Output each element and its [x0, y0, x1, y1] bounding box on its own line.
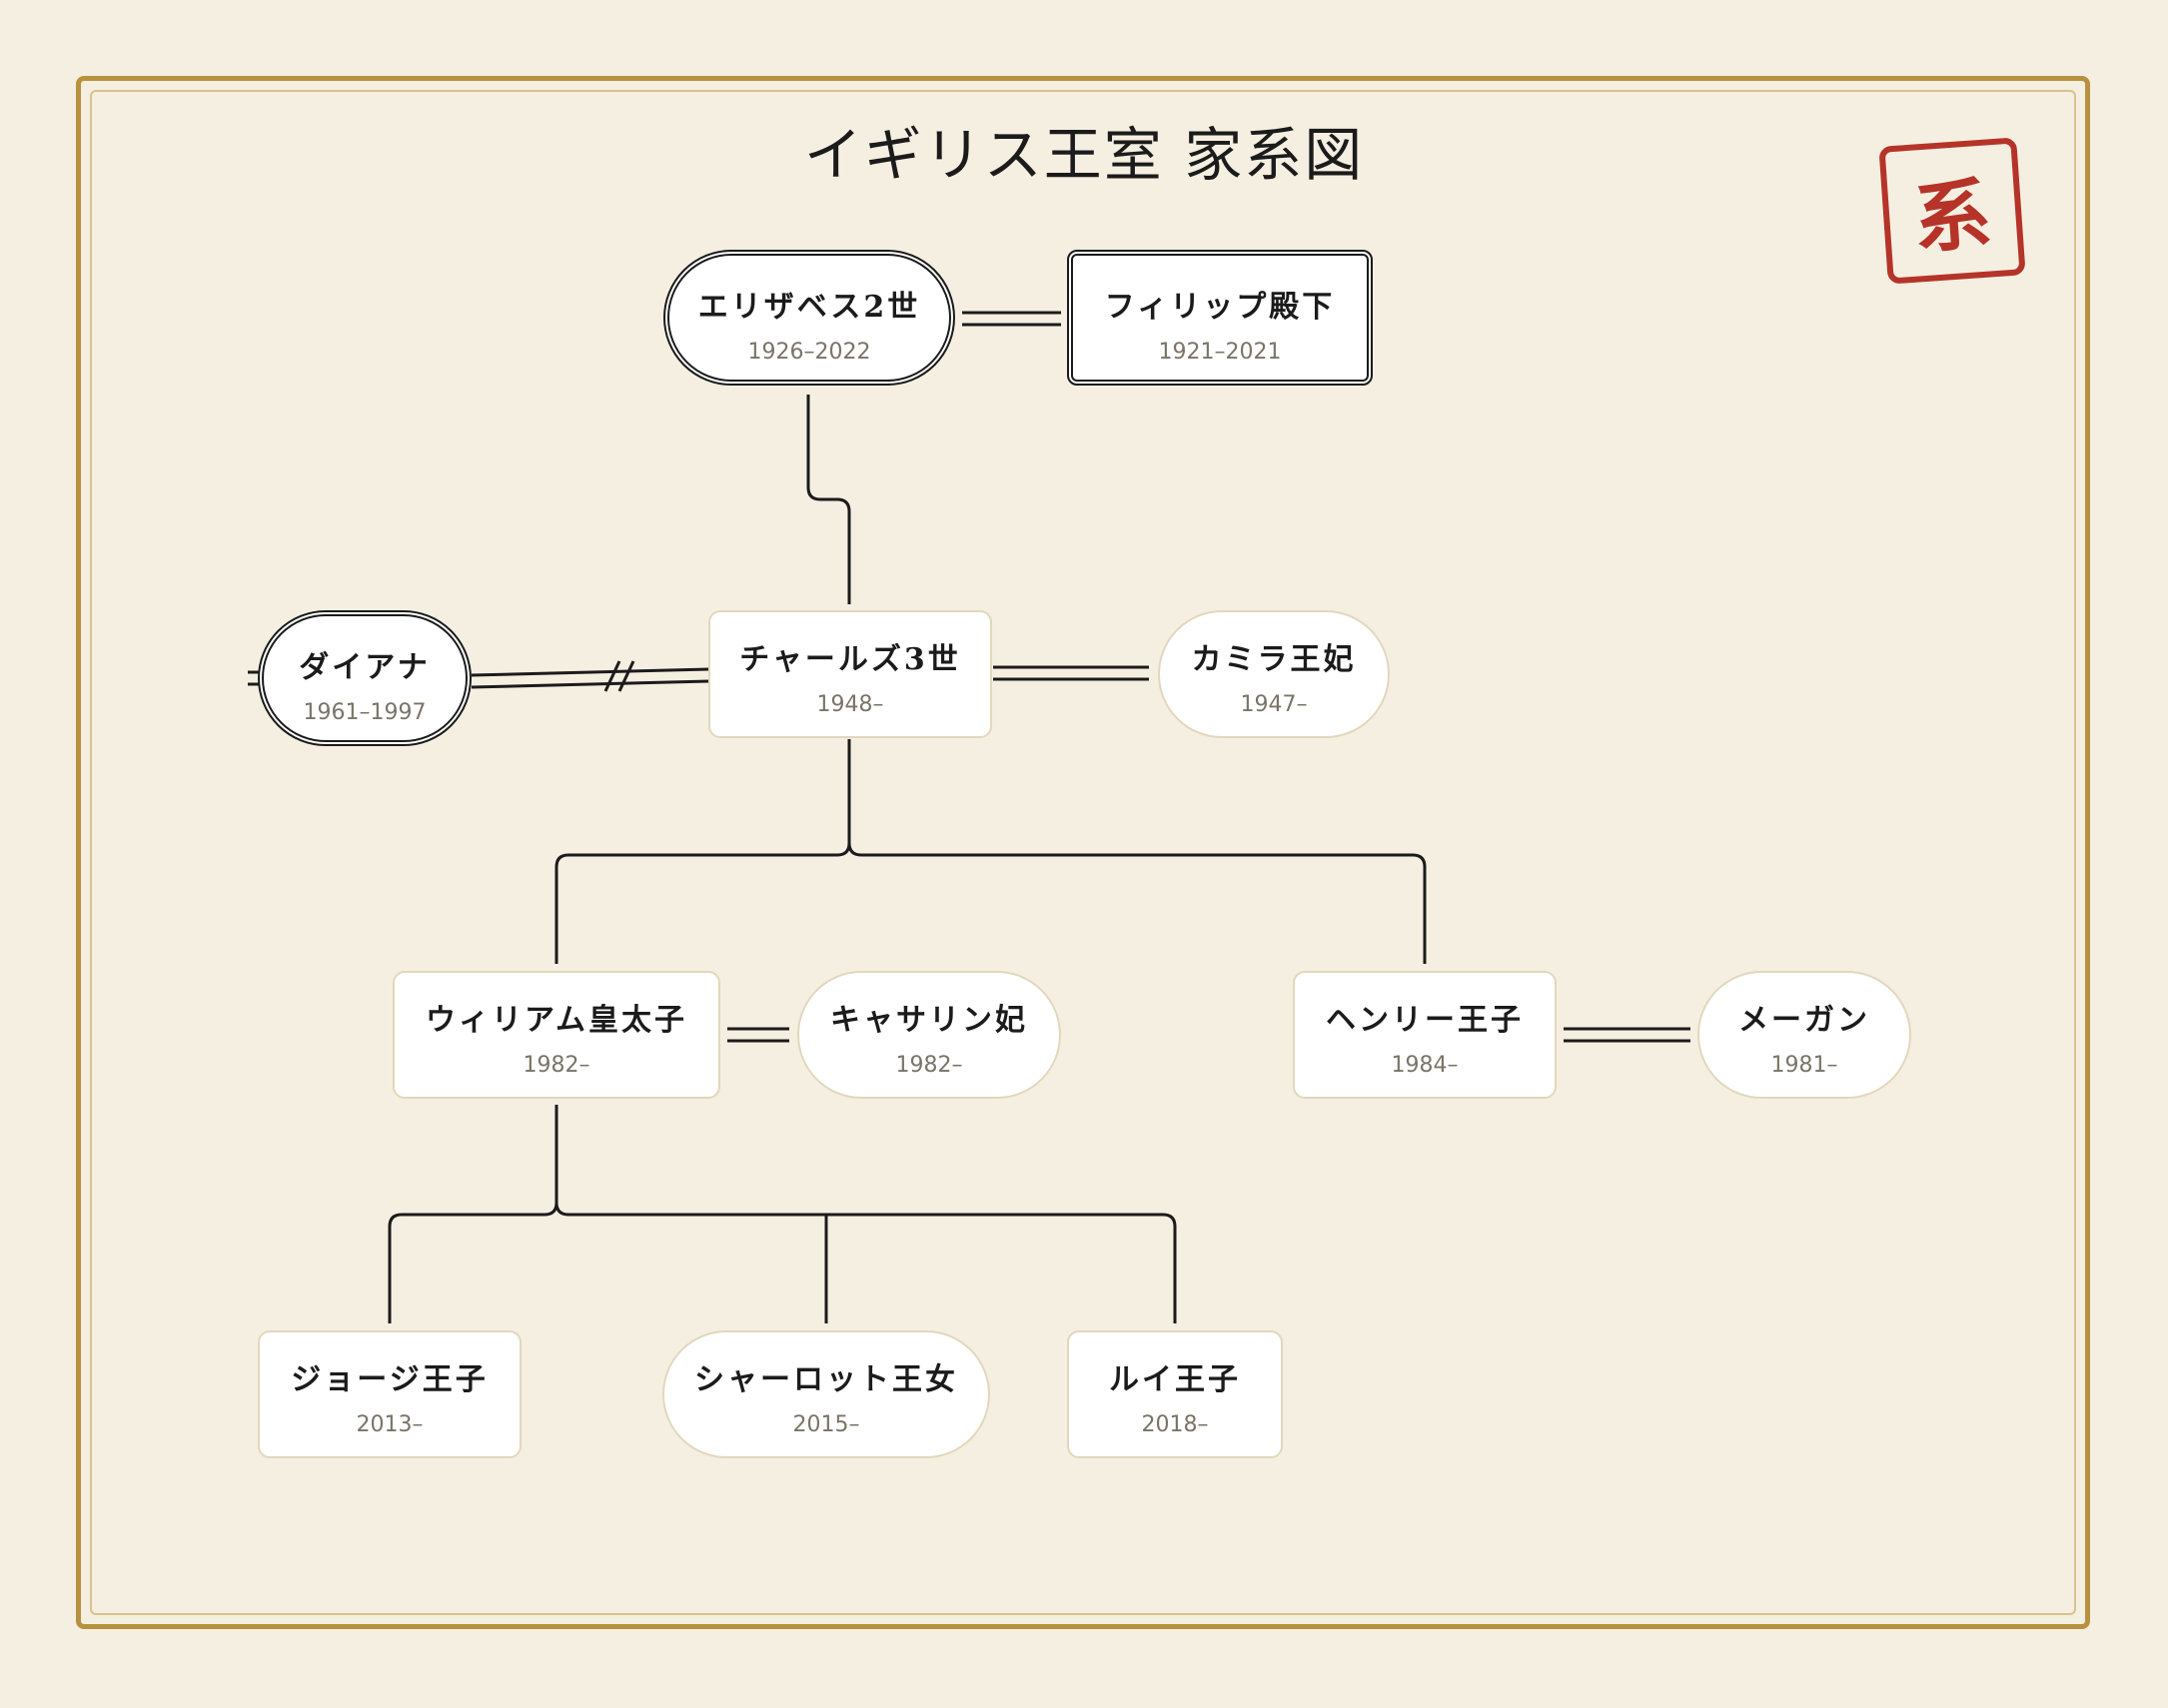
- person-name: エリザベス2世: [697, 290, 921, 325]
- person-name: チャールズ3世: [739, 642, 961, 677]
- person-name: キャサリン妃: [830, 1003, 1028, 1038]
- person-philip[interactable]: フィリップ殿下 1921–2021: [1067, 250, 1373, 386]
- person-years: 1982–: [523, 1053, 590, 1078]
- person-charles[interactable]: チャールズ3世 1948–: [708, 610, 992, 738]
- person-name: シャーロット王女: [694, 1362, 958, 1397]
- person-name: ヘンリー王子: [1326, 1003, 1524, 1038]
- person-name: ジョージ王子: [291, 1362, 489, 1397]
- marriage-line-diana-charles: [471, 667, 710, 677]
- person-years: 1981–: [1770, 1053, 1838, 1078]
- descent-line-william-children: [388, 1105, 558, 1323]
- person-charlotte[interactable]: シャーロット王女 2015–: [662, 1330, 990, 1458]
- person-years: 2015–: [792, 1412, 860, 1437]
- page-title: イギリス王室 家系図: [803, 121, 1365, 189]
- person-years: 1947–: [1240, 692, 1308, 717]
- person-name: フィリップ殿下: [1104, 290, 1336, 325]
- person-years: 1984–: [1391, 1053, 1459, 1078]
- person-name: メーガン: [1738, 1003, 1870, 1038]
- person-years: 1961–1997: [303, 700, 427, 725]
- person-diana[interactable]: ダイアナ 1961–1997: [258, 610, 472, 746]
- person-name: ルイ王子: [1109, 1362, 1241, 1397]
- marriage-line-diana-charles-2: [471, 679, 710, 689]
- person-louis[interactable]: ルイ王子 2018–: [1067, 1330, 1283, 1458]
- person-name: ウィリアム皇太子: [426, 1003, 687, 1038]
- inner-frame: [90, 90, 2076, 1615]
- person-camilla[interactable]: カミラ王妃 1947–: [1158, 610, 1390, 738]
- person-name: カミラ王妃: [1191, 642, 1357, 677]
- person-meghan[interactable]: メーガン 1981–: [1697, 971, 1911, 1099]
- person-harry[interactable]: ヘンリー王子 1984–: [1293, 971, 1557, 1099]
- person-william[interactable]: ウィリアム皇太子 1982–: [393, 971, 720, 1099]
- person-george[interactable]: ジョージ王子 2013–: [258, 1330, 522, 1458]
- person-elizabeth[interactable]: エリザベス2世 1926–2022: [663, 250, 955, 386]
- descent-line-charles: [806, 395, 851, 604]
- person-catherine[interactable]: キャサリン妃 1982–: [797, 971, 1061, 1099]
- person-years: 2018–: [1141, 1412, 1209, 1437]
- person-years: 1948–: [816, 692, 884, 717]
- outer-frame: [76, 76, 2090, 1629]
- person-name: ダイアナ: [299, 650, 431, 685]
- person-years: 1982–: [895, 1053, 963, 1078]
- person-years: 1921–2021: [1158, 340, 1282, 365]
- divorce-mark-1: [603, 660, 621, 692]
- descent-line-charlotte: [554, 1202, 1177, 1323]
- person-years: 2013–: [356, 1412, 424, 1437]
- descent-line-harry: [847, 842, 1427, 964]
- divorce-mark-2: [617, 660, 635, 692]
- descent-line-charles-children: [554, 739, 851, 964]
- person-years: 1926–2022: [747, 340, 871, 365]
